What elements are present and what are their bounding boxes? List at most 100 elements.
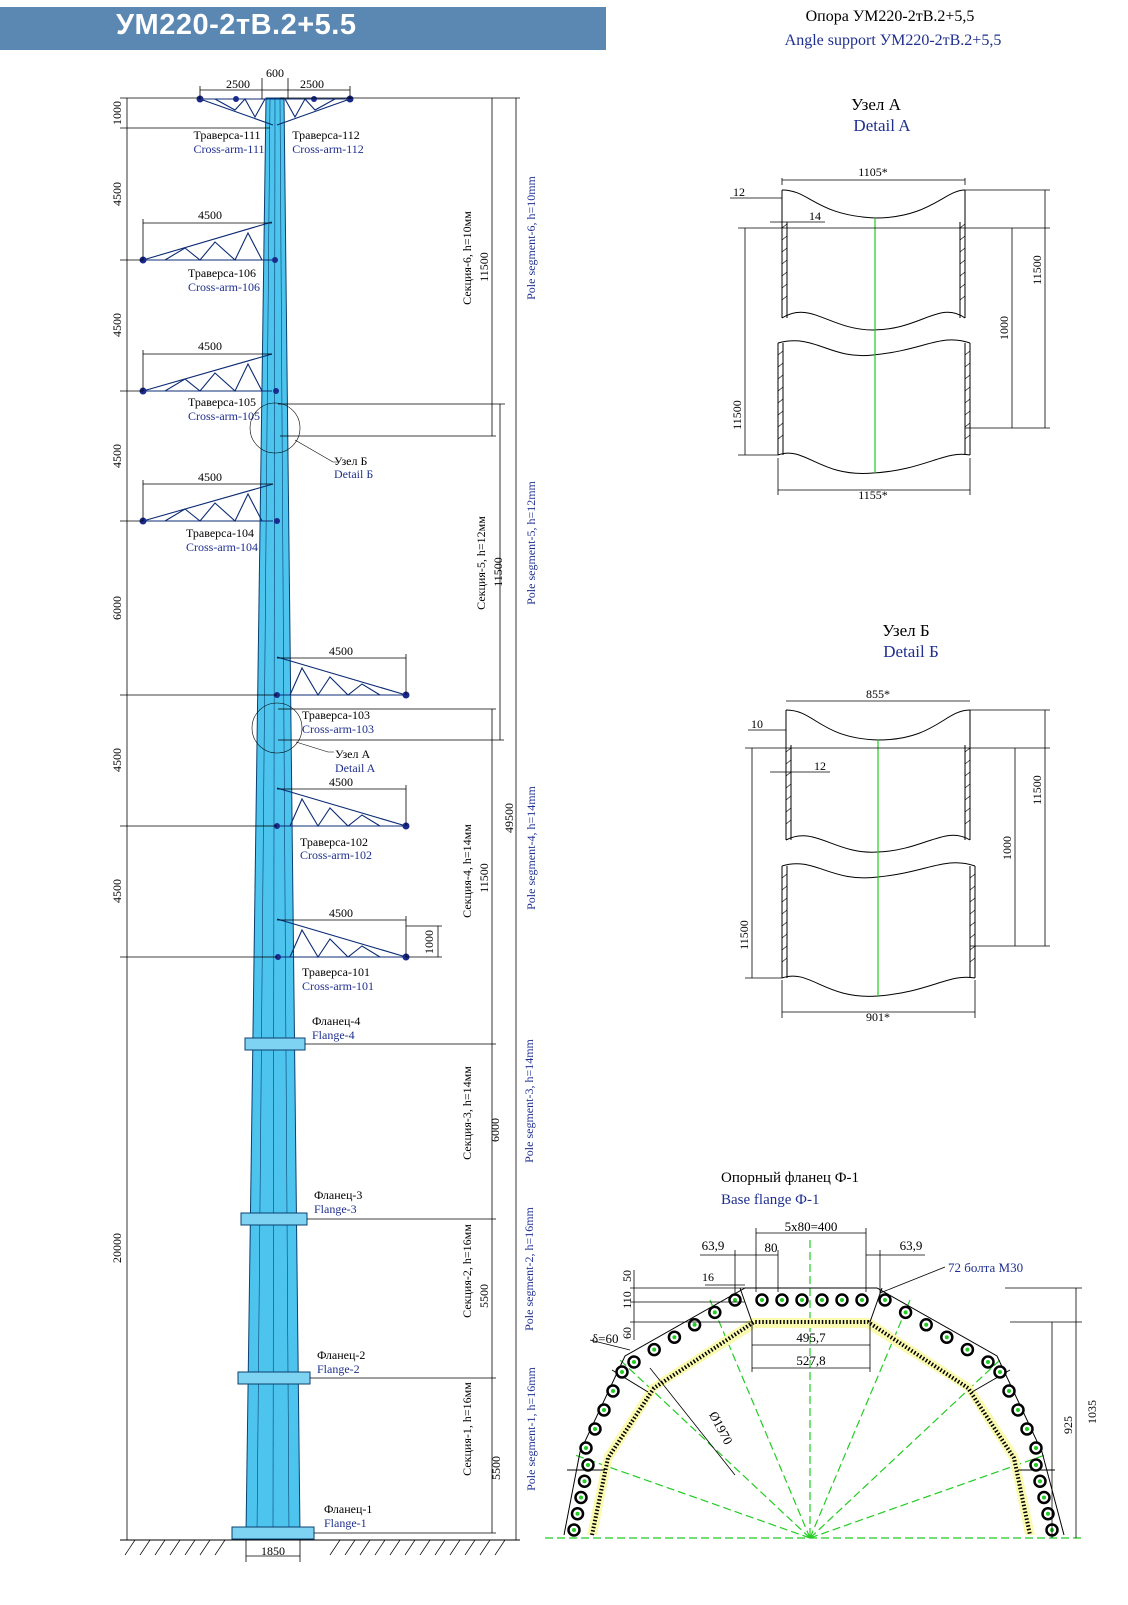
base-flange-title-ru: Опорный фланец Ф-1 xyxy=(721,1170,859,1186)
left-dim-1: 4500 xyxy=(110,182,124,206)
section-3-label: Секция-3, h=14мм xyxy=(460,1066,474,1160)
section-6-label: Секция-6, h=10мм xyxy=(460,211,474,305)
crossarm-105-label-en: Cross-arm-105 xyxy=(188,409,260,423)
flange-bolt-center xyxy=(611,1389,615,1393)
left-dim-3: 4500 xyxy=(110,444,124,468)
flange-3-shape xyxy=(240,1212,308,1226)
flange-d50: 50 xyxy=(620,1270,634,1282)
flange-bolt-center xyxy=(582,1479,587,1484)
flange-1-label-en: Flange-1 xyxy=(324,1516,367,1530)
crossarm-102-shape xyxy=(274,787,410,830)
detail-a-right-length: 11500 xyxy=(1030,255,1044,285)
crossarm-106-label-en: Cross-arm-106 xyxy=(188,280,260,294)
top-dim-center: 600 xyxy=(266,66,284,80)
base-flange-title-en: Base flange Ф-1 xyxy=(721,1192,819,1208)
detail-b-top-width: 855* xyxy=(866,687,890,701)
crossarm-105-label-ru: Траверса-105 xyxy=(188,395,256,409)
top-dim-right: 2500 xyxy=(300,77,324,91)
flange-h925: 925 xyxy=(1061,1416,1075,1434)
crossarm-106-dim: 4500 xyxy=(198,208,222,222)
flange-bolt-center xyxy=(965,1347,970,1352)
section-4-label: Секция-4, h=14мм xyxy=(460,824,474,918)
detail-a-callout-circle xyxy=(251,702,303,754)
flange-bolt-center xyxy=(620,1370,624,1374)
flange-bolt-center xyxy=(586,1463,590,1467)
flange-bolt-center xyxy=(672,1335,677,1340)
flange-bolt-center xyxy=(602,1408,606,1412)
crossarm-111-label-en: Cross-arm-111 xyxy=(193,142,264,156)
section-4-length: 11500 xyxy=(477,863,491,893)
pole-shaft xyxy=(245,97,301,1535)
detail-a: Узел А Detail A xyxy=(730,95,1050,502)
detail-a-callout-en: Detail A xyxy=(335,761,376,775)
detail-b-bottom-width: 901* xyxy=(866,1010,890,1024)
detail-a-overlap: 1000 xyxy=(997,316,1011,340)
flange-bolt-center xyxy=(712,1310,717,1315)
left-dim-4: 6000 xyxy=(110,596,124,620)
detail-b-callout-en: Detail Б xyxy=(334,467,373,481)
flange-bolt-center xyxy=(998,1370,1002,1374)
detail-a-left-length: 11500 xyxy=(730,400,744,430)
flange-2-shape xyxy=(237,1371,311,1385)
section-6-label-en: Pole segment-6, h=10mm xyxy=(524,175,538,299)
flange-bolt-spacing: 5x80=400 xyxy=(785,1219,838,1234)
crossarm-104-label-ru: Траверса-104 xyxy=(186,526,254,540)
crossarm-105-dim: 4500 xyxy=(198,339,222,353)
left-dim-0: 1000 xyxy=(110,101,124,125)
flange-3-label-ru: Фланец-3 xyxy=(314,1188,362,1202)
crossarm-112-label-en: Cross-arm-112 xyxy=(292,142,364,156)
section-1-label: Секция-1, h=16мм xyxy=(460,1382,474,1476)
flange-bolt-center xyxy=(584,1446,588,1450)
crossarm-112-label-ru: Траверса-112 xyxy=(292,128,359,142)
section-2-label-en: Pole segment-2, h=16mm xyxy=(522,1206,536,1330)
section-1-length: 5500 xyxy=(489,1456,503,1480)
flange-bolt-center xyxy=(652,1347,657,1352)
flange-bolt-center xyxy=(820,1298,824,1302)
left-dim-2: 4500 xyxy=(110,313,124,337)
flange-4-label-ru: Фланец-4 xyxy=(312,1014,360,1028)
flange-1-label-ru: Фланец-1 xyxy=(324,1502,372,1516)
section-5-label: Секция-5, h=12мм xyxy=(474,516,488,610)
crossarm-104-dim: 4500 xyxy=(198,470,222,484)
crossarm-103-label-en: Cross-arm-103 xyxy=(302,722,374,736)
flange-bolt-center xyxy=(579,1495,583,1500)
detail-b-dim-10: 10 xyxy=(751,717,763,731)
detail-b-right-length: 11500 xyxy=(1030,775,1044,805)
detail-b-overlap: 1000 xyxy=(1000,836,1014,860)
crossarm-101-label-en: Cross-arm-101 xyxy=(302,979,374,993)
flange-bolt-center xyxy=(883,1298,887,1302)
flange-bolt-center xyxy=(986,1360,990,1364)
detail-a-title-ru: Узел А xyxy=(851,95,902,114)
crossarm-101-dim: 4500 xyxy=(329,906,353,920)
detail-b-callout-circle xyxy=(249,402,301,454)
flange-bolt-center xyxy=(903,1310,908,1315)
flange-bolt-center xyxy=(1046,1511,1050,1516)
detail-b-title-en: Detail Б xyxy=(883,642,939,661)
crossarm-104-label-en: Cross-arm-104 xyxy=(186,540,258,554)
base-flange: Опорный фланец Ф-1 Base flange Ф-1 xyxy=(545,1170,1099,1539)
detail-a-bottom-width: 1155* xyxy=(858,488,888,502)
detail-b: Узел Б Detail Б xyxy=(737,621,1050,1024)
section-5-label-en: Pole segment-5, h=12mm xyxy=(524,480,538,604)
flange-bolt-center xyxy=(780,1298,784,1302)
flange-inner-width: 495,7 xyxy=(796,1330,826,1345)
flange-bolt-center xyxy=(800,1298,804,1302)
flange-bolt-center xyxy=(1034,1446,1038,1450)
crossarm-102-label-en: Cross-arm-102 xyxy=(300,848,372,862)
sheet-title-en: Angle support УМ220-2тВ.2+5,5 xyxy=(785,32,1002,49)
section-3-length: 6000 xyxy=(488,1118,502,1142)
flange-dim-16: 16 xyxy=(702,1270,714,1284)
flange-axes xyxy=(545,1240,1085,1539)
crossarm-106-label-ru: Траверса-106 xyxy=(188,266,256,280)
crossarm-106-shape xyxy=(139,221,278,264)
section-6-length: 11500 xyxy=(477,252,491,282)
flange-bolt-center xyxy=(840,1298,844,1302)
flange-bolt-center xyxy=(1042,1495,1046,1500)
crossarm-104-shape xyxy=(139,483,280,525)
section-4-label-en: Pole segment-4, h=14mm xyxy=(524,785,538,909)
section-2-label: Секция-2, h=16мм xyxy=(460,1224,474,1318)
flange-d60: 60 xyxy=(620,1327,634,1339)
header-title: УМ220-2тВ.2+5.5 xyxy=(116,9,357,41)
flange-bolt-center xyxy=(924,1322,929,1327)
